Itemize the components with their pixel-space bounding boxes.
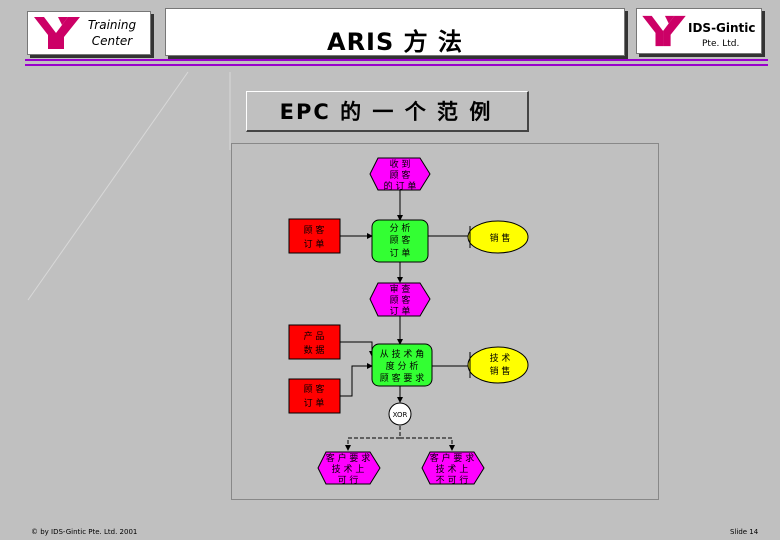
event-order-reviewed bbox=[369, 282, 431, 317]
event-1-line-1: 收 到 bbox=[390, 158, 411, 170]
data-3-line-1: 顾 客 bbox=[304, 383, 325, 395]
event-feasible bbox=[317, 451, 381, 485]
org-2-line-2: 销 售 bbox=[490, 365, 511, 377]
data-customer-order-2 bbox=[288, 378, 341, 414]
data-2-line-1: 产 品 bbox=[304, 330, 325, 342]
data-3-line-2: 订 单 bbox=[304, 397, 325, 409]
org-tech-sales bbox=[467, 346, 529, 384]
event-4-line-2: 技 术 上 bbox=[436, 463, 469, 475]
function-1-line-2: 顾 客 bbox=[390, 234, 411, 246]
slide-subtitle: EPC 的 一 个 范 例 bbox=[279, 100, 493, 124]
event-4-line-1: 客 户 要 求 bbox=[430, 452, 475, 464]
event-3-line-3: 可 行 bbox=[338, 474, 359, 486]
header-rule-bottom bbox=[25, 64, 768, 66]
data-customer-order-1 bbox=[288, 218, 341, 254]
training-line-1: Training bbox=[87, 18, 137, 32]
event-3-line-2: 技 术 上 bbox=[332, 463, 365, 475]
data-2-line-2: 数 据 bbox=[304, 344, 325, 356]
company-name: IDS-Gintic bbox=[688, 21, 756, 35]
event-1-line-3: 的 订 单 bbox=[384, 180, 417, 192]
page-title: ARIS 方 法 bbox=[327, 28, 463, 56]
function-analyze-order bbox=[371, 219, 429, 263]
header-rule-top bbox=[25, 59, 768, 61]
event-not-feasible bbox=[421, 451, 485, 485]
function-1-line-3: 订 单 bbox=[390, 247, 411, 259]
xor-label: XOR bbox=[393, 411, 408, 419]
org-2-line-1: 技 术 bbox=[490, 352, 511, 364]
function-technical-analysis bbox=[371, 343, 433, 387]
data-product-data bbox=[288, 324, 341, 360]
event-4-line-3: 不 可 行 bbox=[436, 474, 469, 486]
training-line-2: Center bbox=[91, 34, 133, 48]
event-3-line-1: 客 户 要 求 bbox=[326, 452, 371, 464]
org-1-line-1: 销 售 bbox=[490, 232, 511, 244]
training-logo-icon bbox=[34, 17, 80, 49]
function-2-line-3: 顾 客 要 求 bbox=[380, 372, 425, 384]
function-1-line-1: 分 析 bbox=[390, 222, 411, 234]
xor-connector bbox=[388, 402, 412, 426]
title-box bbox=[165, 8, 625, 56]
footer-slide-number: Slide 14 bbox=[730, 528, 759, 536]
event-2-line-2: 顾 客 bbox=[390, 294, 411, 306]
event-2-line-3: 订 单 bbox=[390, 305, 411, 317]
company-subtitle: Pte. Ltd. bbox=[702, 39, 740, 49]
event-order-received bbox=[369, 157, 431, 191]
training-center-label: Training Center bbox=[82, 17, 142, 49]
xor-branches bbox=[345, 426, 455, 451]
data-1-line-2: 订 单 bbox=[304, 238, 325, 250]
event-2-line-1: 审 查 bbox=[390, 283, 411, 295]
data-1-line-1: 顾 客 bbox=[304, 224, 325, 236]
org-sales bbox=[467, 220, 529, 254]
function-2-line-1: 从 技 术 角 bbox=[380, 348, 425, 360]
subtitle-box bbox=[246, 91, 529, 132]
ids-gintic-logo-icon bbox=[642, 15, 686, 47]
event-1-line-2: 顾 客 bbox=[390, 169, 411, 181]
function-2-line-2: 度 分 析 bbox=[386, 360, 419, 372]
diagram-panel bbox=[231, 143, 659, 500]
footer-copyright: © by IDS-Gintic Pte. Ltd. 2001 bbox=[31, 528, 138, 536]
